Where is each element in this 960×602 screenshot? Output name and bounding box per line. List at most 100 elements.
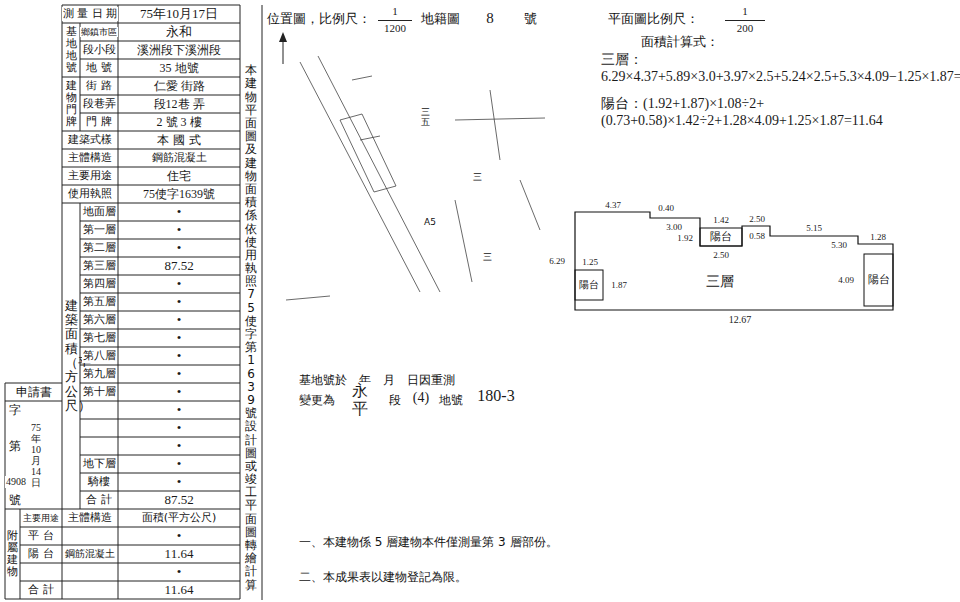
table-cell: • — [176, 294, 183, 310]
table-cell: 本 國 式 — [156, 133, 202, 147]
table-cell: 第三層 — [82, 259, 117, 272]
map-label: 三五 — [421, 108, 430, 128]
header-text: 200 — [736, 22, 755, 35]
table-cell: 騎樓 — [87, 475, 111, 488]
table-cell: • — [176, 474, 183, 490]
table-cell: 門 牌 — [85, 115, 113, 128]
table-cell: 主要用途 — [22, 513, 60, 524]
map-label: 三 — [472, 172, 483, 183]
vertical-note: 本建物平面圖及建物面積係依使用執照75使字第1639號設計圖或竣工平面圖轉繪計算 — [245, 64, 257, 592]
header-text: 位置圖，比例尺： — [266, 11, 372, 27]
header-text: 面積計算式： — [640, 34, 720, 50]
balcony-outline — [575, 270, 603, 300]
table-cell: 地下層 — [82, 457, 117, 470]
table-cell: 段小段 — [82, 43, 117, 56]
table-cell: 11.64 — [164, 582, 195, 598]
dimension-label: 12.67 — [728, 314, 753, 326]
note-text: 基地號於 年 月 日因重測 — [298, 373, 456, 387]
note-text: 永平 — [352, 382, 368, 417]
dimension-label: 4.09 — [837, 275, 855, 286]
note-text: 變更為 — [298, 393, 336, 407]
table-cell: 申請書 — [15, 385, 53, 399]
table-cell: • — [176, 222, 183, 238]
group-label: 基地地號 — [66, 26, 77, 74]
dimension-label: 1.25 — [581, 257, 599, 268]
table-cell: • — [176, 456, 183, 472]
table-cell: 87.52 — [163, 492, 194, 508]
table-cell: 第四層 — [82, 277, 117, 290]
group-label: 建物門牌 — [66, 80, 77, 128]
group-label: 75年10月14日 — [31, 422, 41, 488]
table-cell: 2 號 3 樓 — [156, 115, 203, 129]
table-cell: 第五層 — [82, 295, 117, 308]
dimension-label: 5.15 — [805, 223, 823, 234]
table-cell: 陽 台 — [27, 547, 55, 560]
dimension-label: 三層 — [705, 273, 735, 290]
table-cell: 主要用途 — [67, 169, 113, 182]
table-cell: 永和 — [165, 24, 193, 40]
table-cell: 75使字1639號 — [142, 187, 216, 201]
dimension-label: 0.40 — [657, 203, 675, 214]
dimension-label: 3.00 — [665, 222, 683, 233]
table-cell: 11.64 — [164, 546, 195, 562]
table-cell: 鋼筋混凝土 — [151, 151, 208, 164]
table-cell: 第八層 — [82, 349, 117, 362]
table-cell: 段巷弄 — [82, 97, 117, 110]
table-cell: 合 計 — [27, 583, 55, 596]
table-cell: 地 號 — [85, 61, 113, 74]
dimension-label: 1.92 — [676, 233, 694, 244]
table-cell: • — [176, 240, 183, 256]
formula-text: 三層：6.29×4.37+5.89×3.0+3.97×2.5+5.24×2.5+… — [600, 52, 955, 86]
table-cell: 87.52 — [163, 258, 194, 274]
table-cell: 字 — [8, 403, 22, 417]
dimension-label: 2.50 — [748, 214, 766, 225]
table-cell: 使用執照 — [67, 187, 113, 200]
header-text: 平面圖比例尺： — [607, 11, 700, 27]
group-label: 附屬建物 — [7, 530, 18, 578]
table-cell: 4908 — [5, 476, 27, 488]
table-cell: 第七層 — [82, 331, 117, 344]
header-text: 1 — [741, 5, 749, 18]
table-cell: • — [176, 402, 183, 418]
dimension-label: 1.42 — [712, 215, 730, 226]
table-cell: • — [176, 420, 183, 436]
table-cell: 合 計 — [85, 493, 113, 506]
table-cell: 街 路 — [85, 79, 113, 92]
table-cell: 第十層 — [82, 385, 117, 398]
header-text: 1 — [391, 5, 399, 18]
header-text: 8 — [485, 9, 495, 27]
table-cell: 地面層 — [82, 205, 117, 218]
dimension-label: 0.58 — [748, 231, 766, 242]
table-cell: • — [176, 438, 183, 454]
header-text: 地籍圖 — [420, 11, 461, 27]
balcony-outline — [864, 254, 893, 306]
table-cell: • — [176, 276, 183, 292]
table-cell: • — [176, 330, 183, 346]
dimension-label: 陽台 — [709, 230, 733, 243]
table-cell: 號 — [8, 493, 22, 507]
table-cell: • — [176, 384, 183, 400]
balcony-outline — [700, 228, 742, 246]
table-cell: 第一層 — [82, 223, 117, 236]
location-map — [286, 56, 545, 300]
table-cell: • — [176, 528, 183, 544]
table-cell: 主體構造 — [67, 151, 113, 164]
table-cell: 第二層 — [82, 241, 117, 254]
dimension-label: 4.37 — [604, 200, 622, 211]
table-cell: 第六層 — [82, 313, 117, 326]
table-cell: • — [176, 312, 183, 328]
table-cell: • — [176, 564, 183, 580]
header-text: 1200 — [383, 22, 407, 35]
table-cell: 鋼筋混凝土 — [64, 548, 116, 560]
table-cell: 測 量 日 期 — [62, 7, 118, 20]
dimension-label: 1.87 — [610, 280, 628, 291]
table-cell: • — [176, 366, 183, 382]
note-text: 地號 — [438, 393, 464, 407]
table-cell: • — [176, 204, 183, 220]
table-cell: 第九層 — [82, 367, 117, 380]
note-text: 180-3 — [476, 386, 515, 405]
note-text: 二、本成果表以建物登記為限。 — [298, 570, 468, 584]
column-separator — [262, 5, 263, 600]
formula-text: 陽台：(1.92+1.87)×1.08÷2+(0.73+0.58)×1.42÷2… — [600, 96, 955, 130]
